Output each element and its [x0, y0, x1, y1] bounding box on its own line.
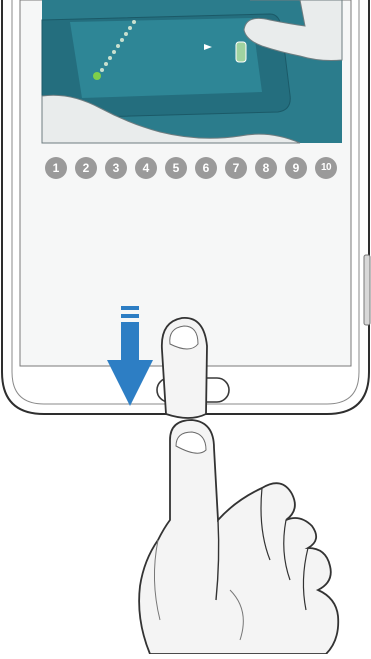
step-1[interactable]: 1 — [45, 157, 67, 179]
step-10[interactable]: 10 — [315, 157, 337, 179]
step-7[interactable]: 7 — [225, 157, 247, 179]
step-2[interactable]: 2 — [75, 157, 97, 179]
tutorial-image-panel — [42, 0, 342, 143]
step-6[interactable]: 6 — [195, 157, 217, 179]
step-4[interactable]: 4 — [135, 157, 157, 179]
step-9[interactable]: 9 — [285, 157, 307, 179]
step-5[interactable]: 5 — [165, 157, 187, 179]
step-8[interactable]: 8 — [255, 157, 277, 179]
step-3[interactable]: 3 — [105, 157, 127, 179]
step-indicator: 1 2 3 4 5 6 7 8 9 10 — [45, 157, 341, 179]
pointing-hand-icon — [139, 420, 338, 654]
side-button — [364, 255, 370, 325]
